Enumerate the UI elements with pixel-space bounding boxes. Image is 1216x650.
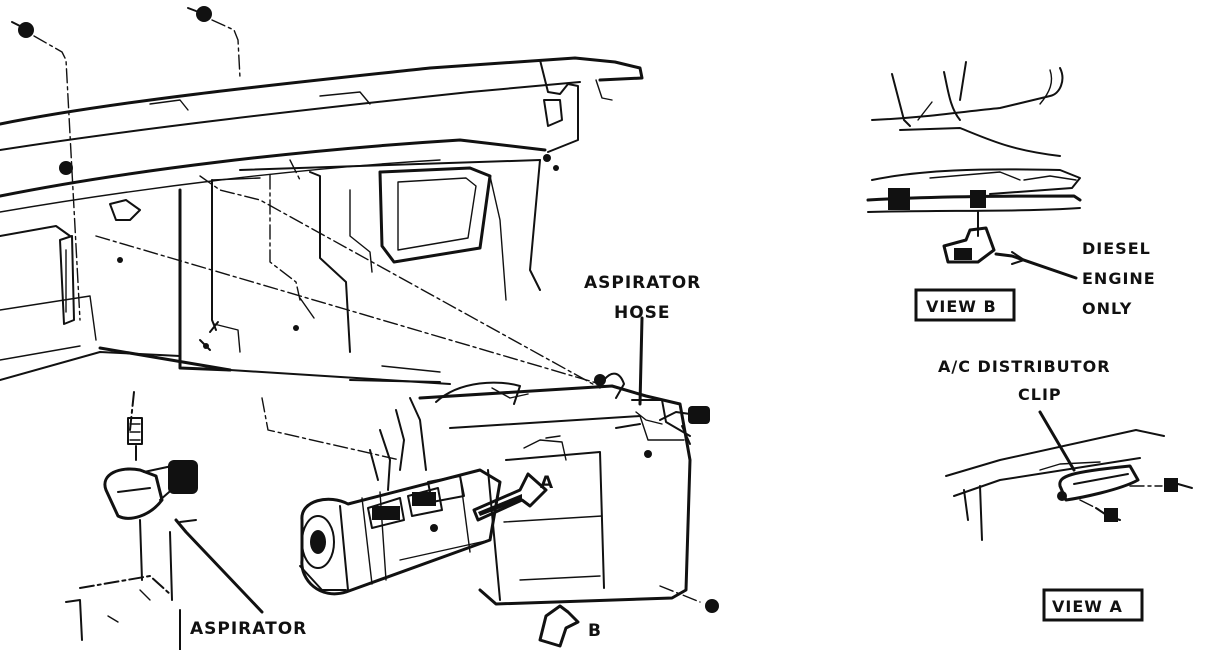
module-fastener-guide — [659, 585, 701, 603]
distributor-clip-label-line2: CLIP — [1018, 385, 1062, 404]
aspirator-assembly — [65, 391, 198, 650]
aspirator-hose-fitting — [631, 399, 710, 445]
view-b-detail: VIEW B DIESEL ENGINE ONLY — [866, 61, 1156, 322]
distributor-clip-leader-line — [1038, 410, 1076, 472]
fastener-nut-left — [11, 21, 34, 38]
view-a-arrow-label: A — [540, 473, 554, 493]
view-b-caption: VIEW B — [926, 297, 997, 316]
cowl-panel — [0, 56, 644, 213]
view-a-caption: VIEW A — [1052, 597, 1123, 616]
fastener-guide-line-center — [211, 19, 241, 79]
view-b-arrow-label: B — [588, 621, 602, 641]
alignment-lines — [95, 159, 601, 389]
fastener-nut-center — [187, 6, 212, 22]
distributor-clip-label-line1: A/C DISTRIBUTOR — [938, 357, 1111, 376]
diesel-label-line2: ENGINE — [1082, 269, 1156, 288]
aspirator-leader-tick — [179, 519, 197, 523]
view-b-caption-box — [914, 288, 1016, 322]
heater-ac-module — [369, 372, 692, 606]
view-b-arrow — [538, 604, 580, 648]
module-fastener-screw — [705, 599, 719, 613]
kick-panel — [0, 199, 232, 381]
aspirator-label: ASPIRATOR — [190, 619, 307, 639]
diesel-label-line3: ONLY — [1082, 299, 1132, 318]
aspirator-hose-label-line1: ASPIRATOR — [584, 273, 701, 293]
view-a-caption-box — [1042, 588, 1144, 622]
aspirator-hose-label-line2: HOSE — [614, 303, 671, 323]
heater-case-outline — [178, 159, 541, 461]
diesel-label-line1: DIESEL — [1082, 239, 1151, 258]
view-a-detail: A/C DISTRIBUTOR CLIP VIEW A — [938, 357, 1193, 622]
fastener-guide-line-left — [33, 35, 81, 321]
aspirator-hose-leader-line — [638, 316, 644, 406]
aspirator-leader-line — [174, 518, 264, 614]
view-a-arrow — [472, 472, 548, 522]
blower-assembly — [299, 468, 502, 596]
main-view: ASPIRATOR HOSE ASPIRATOR A B — [0, 6, 719, 650]
